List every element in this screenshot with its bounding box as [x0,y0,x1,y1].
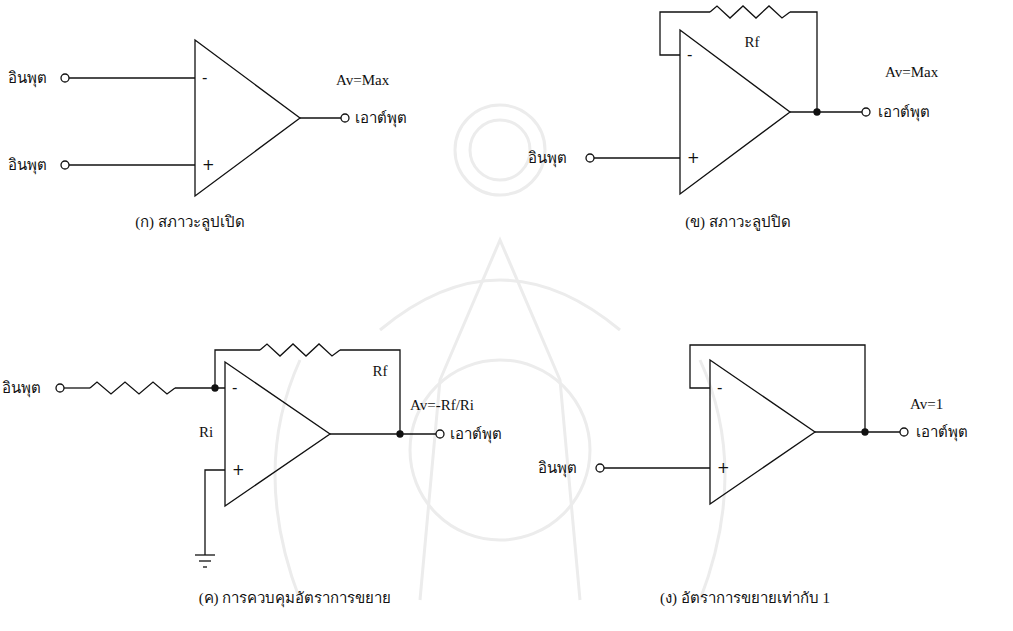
gain-label: Av=1 [910,395,943,413]
op-amp: -+ [195,40,300,196]
sub-caption: (ค) การควบคุมอัตราการขยาย [199,589,392,607]
inverting-input-sign: - [202,71,207,86]
input-label: อินพุต [528,149,567,167]
op-amp-triangle [195,40,300,196]
output-label: เอาต์พุต [916,423,968,441]
non-inverting-input-sign: + [232,463,245,478]
gain-label: Av=-Rf/Ri [410,396,474,414]
inverting-input-sign: - [717,381,722,396]
input-label: อินพุต [2,379,41,397]
sub-caption: (ง) อัตราการขยายเท่ากับ 1 [660,589,830,607]
op-amp-triangle [710,360,815,504]
inverting-input-sign: - [232,381,237,396]
non-inverting-input-sign: + [687,151,700,166]
input-label: อินพุต [8,69,47,87]
resistor-symbol [90,382,175,394]
op-amp: -+ [710,360,815,504]
resistor-symbol [260,344,340,356]
resistor-name: Rf [745,33,760,51]
output-label: เอาต์พุต [355,109,407,127]
resistor-name: Ri [199,423,213,441]
op-amp-triangle [680,30,790,194]
resistor-symbol [710,6,790,18]
sub-caption: (ก) สภาวะลูปเปิด [135,213,245,231]
op-amp: -+ [225,362,330,506]
input-label: อินพุต [8,156,47,174]
non-inverting-input-sign: + [717,461,730,476]
output-label: เอาต์พุต [878,103,930,121]
op-amp-triangle [225,362,330,506]
inverting-input-sign: - [687,48,692,63]
non-inverting-input-sign: + [202,158,215,173]
output-label: เอาต์พุต [450,425,502,443]
gain-label: Av=Max [336,71,389,89]
sub-caption: (ข) สภาวะลูปปิด [685,213,791,231]
op-amp: -+ [680,30,790,194]
watermark [275,105,725,600]
gain-label: Av=Max [885,63,938,81]
resistor-name: Rf [373,362,388,380]
input-label: อินพุต [538,459,577,477]
